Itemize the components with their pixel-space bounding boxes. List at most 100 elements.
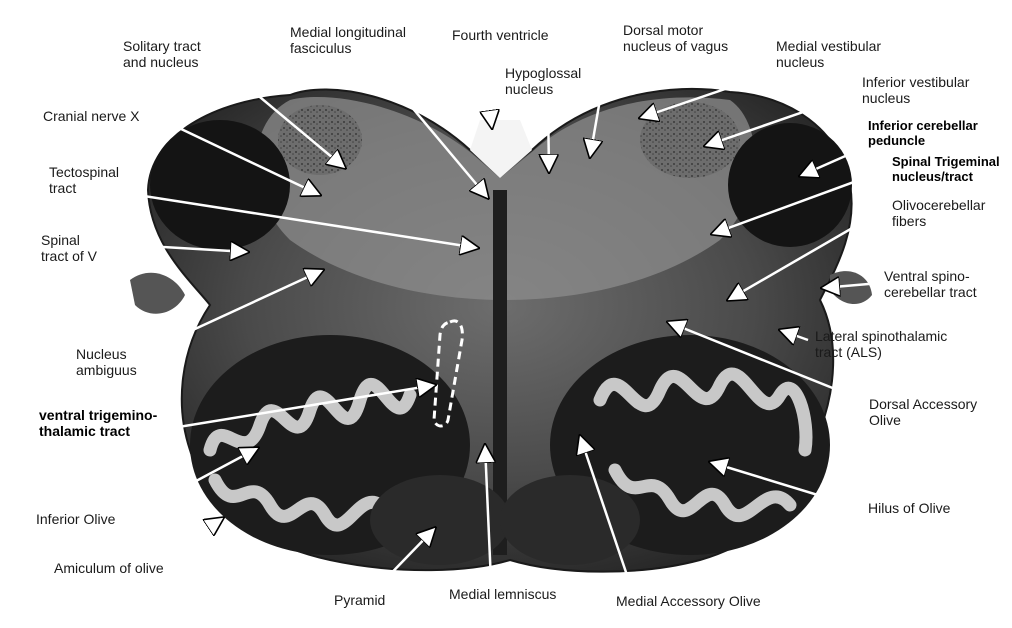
label-hypoglossal: Hypoglossal nucleus (505, 65, 581, 97)
fourth-ventricle-notch (470, 120, 532, 178)
pointer-arrows (94, 41, 893, 591)
left-peduncle (150, 120, 290, 250)
label-line: fasciculus (290, 40, 352, 56)
label-lateral-spinothalamic: Lateral spinothalamic tract (ALS) (815, 328, 947, 360)
label-amiculum: Amiculum of olive (54, 560, 164, 576)
arrow-hypoglossal (548, 101, 549, 172)
label-line: Fourth ventricle (452, 27, 549, 43)
label-ventral-spinocerebellar: Ventral spino- cerebellar tract (884, 268, 977, 300)
label-line: Ventral spino- (884, 268, 970, 284)
arrow-nucleus-ambiguus (144, 270, 323, 354)
medulla-section (130, 87, 872, 573)
label-line: fibers (892, 213, 927, 229)
label-line: Spinal (41, 232, 80, 248)
label-nucleus-ambiguus: Nucleus ambiguus (76, 346, 137, 378)
label-line: ambiguus (76, 362, 137, 378)
label-line: ventral trigemino- (39, 407, 158, 423)
label-inferior-cerebellar: Inferior cerebellar peduncle (868, 118, 978, 148)
label-line: Hypoglossal (505, 65, 582, 81)
label-line: nucleus (862, 90, 911, 106)
arrow-dorsal-motor (590, 41, 612, 157)
label-line: Inferior vestibular (862, 74, 970, 90)
label-fourth-ventricle: Fourth ventricle (452, 27, 548, 43)
label-solitary-tract: Solitary tract and nucleus (123, 38, 201, 70)
arrow-solitary (212, 57, 345, 168)
arrow-fourth-ventricle (482, 54, 492, 128)
right-olive-band (593, 367, 813, 523)
label-line: Medial vestibular (776, 38, 882, 54)
left-pyramid (370, 475, 510, 565)
label-mlf: Medial longitudinal fasciculus (290, 24, 406, 56)
arrow-tectospinal (104, 188, 478, 248)
arrow-olivocerebellar (728, 210, 881, 300)
ventral-trigeminothalamic-outline (432, 319, 464, 428)
label-line: Medial Accessory Olive (616, 593, 761, 609)
label-spinal-tract-v: Spinal tract of V (41, 232, 97, 264)
label-pyramid: Pyramid (334, 592, 385, 608)
arrow-lateral-spinothalamic (780, 330, 809, 340)
arrow-cranial-nerve-x (157, 116, 320, 195)
label-inferior-vestibular: Inferior vestibular nucleus (862, 74, 969, 106)
label-line: Cranial nerve X (43, 108, 140, 124)
arrow-mlf (367, 54, 488, 198)
arrow-medial-vestibular (640, 70, 776, 118)
label-line: Inferior cerebellar (868, 118, 978, 133)
label-line: cerebellar tract (884, 284, 977, 300)
label-line: Hilus of Olive (868, 500, 951, 516)
label-cranial-nerve-x: Cranial nerve X (43, 108, 140, 124)
left-rootlets (130, 272, 185, 314)
arrow-inferior-olive (137, 448, 258, 514)
left-olive-band (203, 377, 417, 532)
label-olivocerebellar: Olivocerebellar fibers (892, 197, 985, 229)
label-dorsal-motor-vagus: Dorsal motor nucleus of vagus (623, 22, 728, 54)
label-line: Dorsal motor (623, 22, 704, 38)
label-line: Pyramid (334, 592, 386, 608)
right-peduncle (728, 123, 852, 247)
label-line: nucleus of vagus (623, 38, 729, 54)
label-medial-vestibular: Medial vestibular nucleus (776, 38, 881, 70)
label-inferior-olive: Inferior Olive (36, 511, 115, 527)
label-line: Olivocerebellar (892, 197, 986, 213)
solitary-region (278, 105, 362, 175)
label-line: Amiculum of olive (54, 560, 164, 576)
arrow-ventral-spinocerebellar (822, 283, 881, 288)
label-line: Medial longitudinal (290, 24, 406, 40)
label-line: thalamic tract (39, 423, 131, 439)
label-line: Tectospinal (49, 164, 120, 180)
label-medial-accessory-olive: Medial Accessory Olive (616, 593, 761, 609)
label-line: nucleus (776, 54, 825, 70)
arrow-medial-lemniscus (485, 445, 491, 583)
label-tectospinal: Tectospinal tract (49, 164, 119, 196)
right-pyramid (500, 475, 640, 565)
arrow-medial-accessory (580, 436, 634, 591)
arrow-pyramid (374, 528, 435, 591)
label-ventral-trigeminothalamic: ventral trigemino- thalamic tract (39, 407, 157, 439)
arrow-spinal-tract-v (94, 243, 248, 252)
label-dorsal-accessory-olive: Dorsal Accessory Olive (869, 396, 977, 428)
label-line: Dorsal Accessory (869, 396, 978, 412)
label-line: Spinal Trigeminal (892, 154, 1000, 169)
arrow-ventral-trigeminothalamic (159, 385, 435, 432)
label-medial-lemniscus: Medial lemniscus (449, 586, 556, 602)
arrow-spinal-trigeminal (712, 166, 893, 234)
label-line: tract of V (41, 248, 98, 264)
label-line: nucleus (505, 81, 554, 97)
arrow-hilus (710, 462, 858, 509)
label-line: Inferior Olive (36, 511, 116, 527)
label-line: and nucleus (123, 54, 199, 70)
label-line: peduncle (868, 133, 926, 148)
arrow-inferior-cerebellar (800, 144, 869, 176)
arrow-inferior-vestibular (705, 91, 859, 146)
arrow-amiculum (174, 518, 223, 552)
label-line: Olive (869, 412, 901, 428)
label-line: Medial lemniscus (449, 586, 557, 602)
label-line: tract (49, 180, 77, 196)
label-line: nucleus/tract (892, 169, 973, 184)
label-line: Nucleus (76, 346, 127, 362)
label-line: tract (ALS) (815, 344, 882, 360)
label-spinal-trigeminal: Spinal Trigeminal nucleus/tract (892, 154, 1000, 184)
label-hilus-of-olive: Hilus of Olive (868, 500, 950, 516)
arrow-dorsal-accessory (668, 322, 871, 405)
vestibular-region (640, 102, 740, 178)
